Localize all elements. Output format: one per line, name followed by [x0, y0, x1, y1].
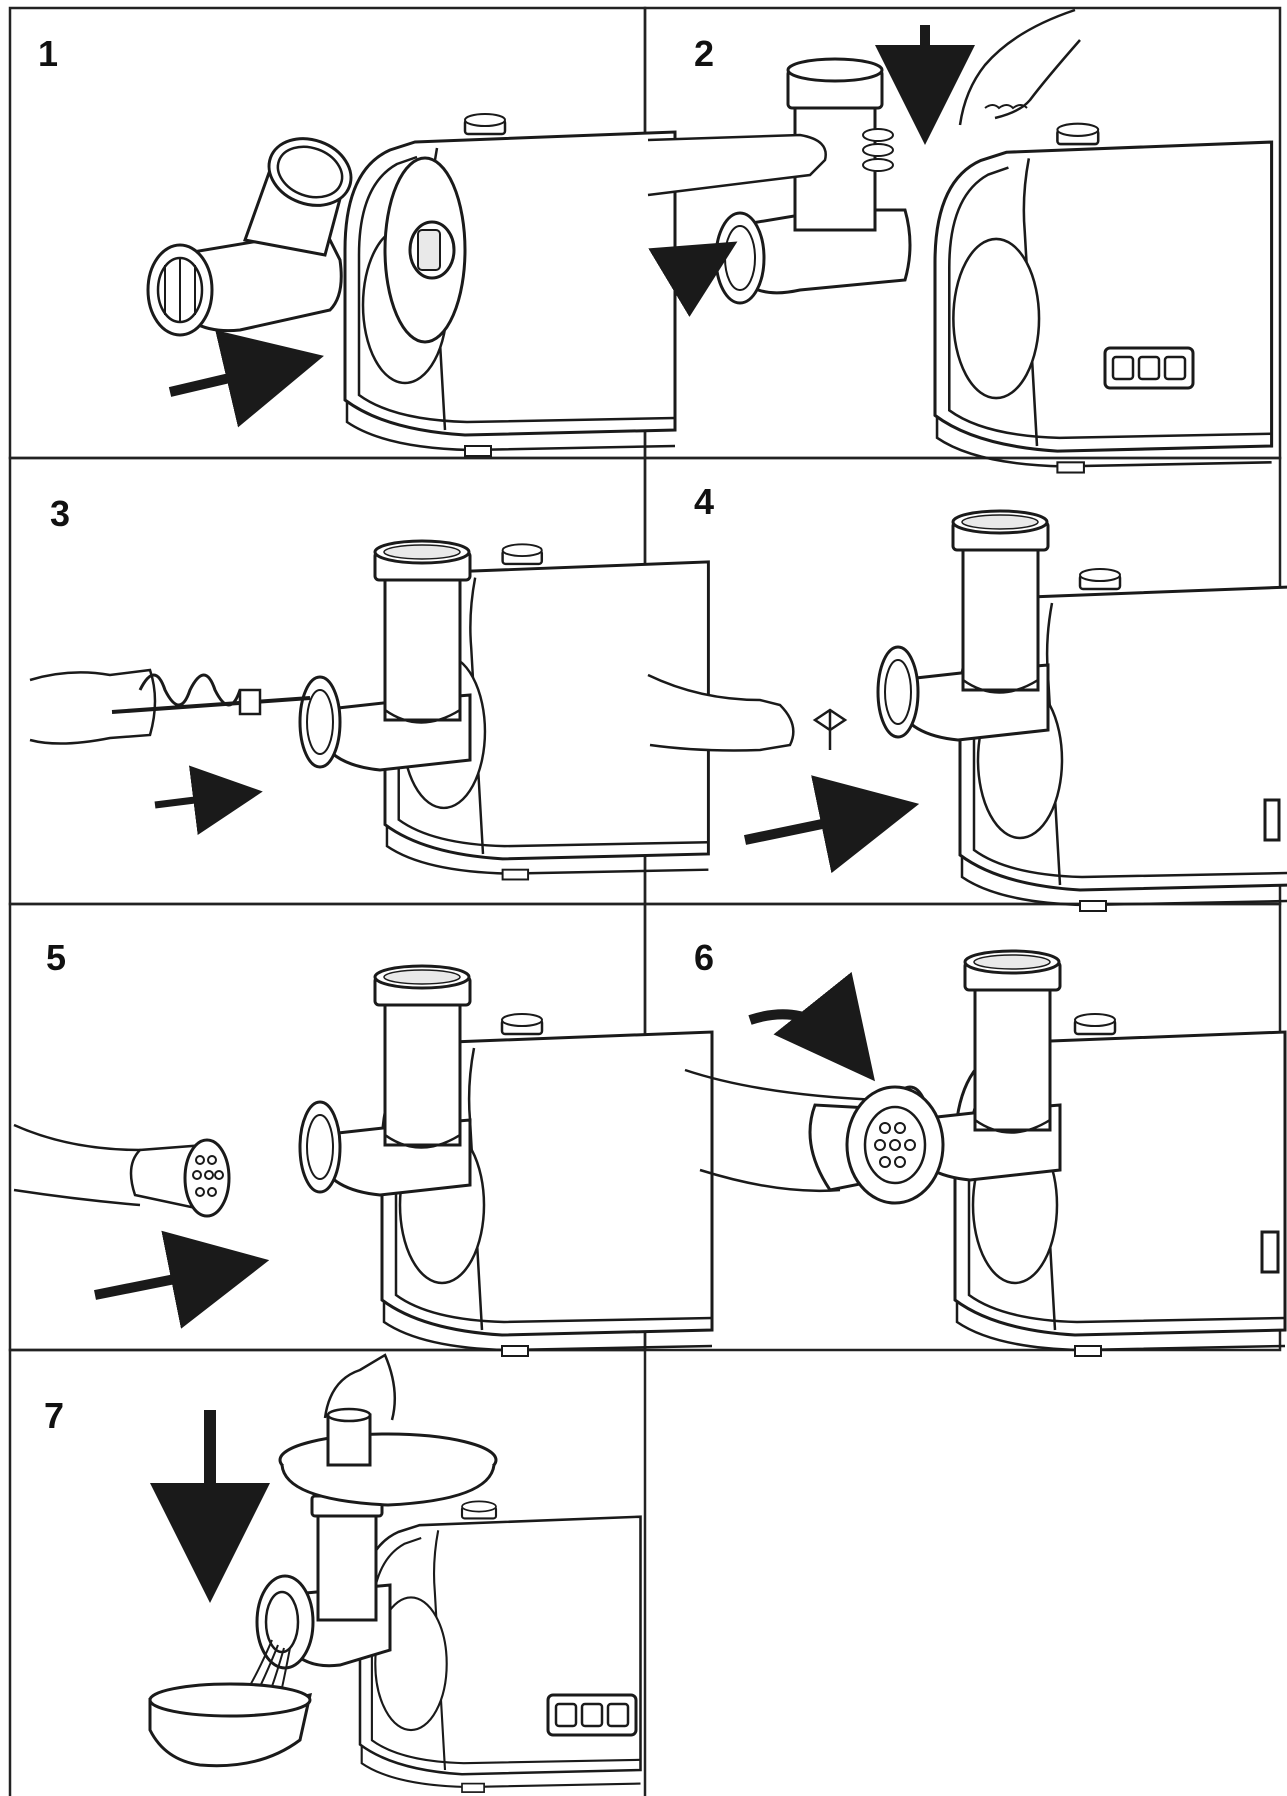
step-2-illustration: [647, 8, 1274, 475]
step-6-number: 6: [694, 937, 715, 978]
step-3-illustration: [29, 539, 710, 881]
step-7-number: 7: [44, 1395, 65, 1436]
step-7-illustration: [148, 1353, 642, 1794]
step-3-number: 3: [50, 493, 71, 534]
step-5-illustration: [13, 964, 714, 1358]
step-6-illustration: [684, 949, 1287, 1358]
step-1-illustration: [146, 112, 677, 458]
step-1-number: 1: [38, 33, 59, 74]
step-4-illustration: [647, 509, 1287, 913]
step-5-number: 5: [46, 937, 67, 978]
step-2-number: 2: [694, 33, 715, 74]
step-4-number: 4: [694, 481, 715, 522]
